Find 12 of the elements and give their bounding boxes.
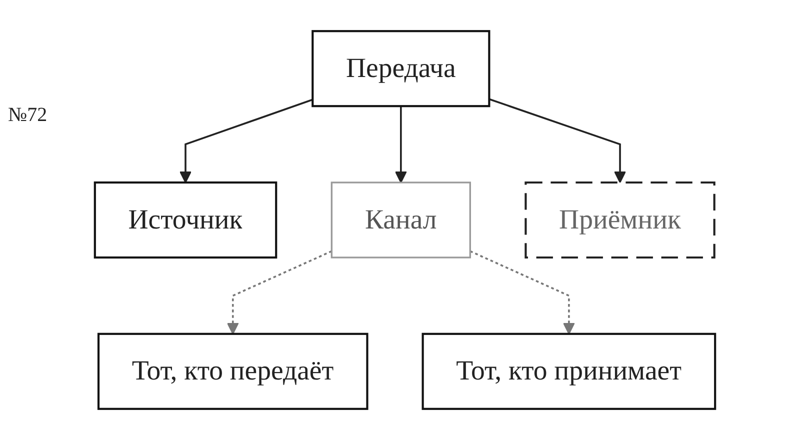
process-box: Источник <box>94 181 278 259</box>
process-box: Приёмник <box>524 181 716 259</box>
figure-number: №72 <box>8 104 48 127</box>
arrow <box>470 250 576 334</box>
arrow <box>488 98 626 184</box>
arrow <box>226 250 332 334</box>
process-box: Тот, кто принимает <box>422 332 716 410</box>
process-box: Канал <box>330 182 471 258</box>
arrow <box>394 106 408 184</box>
process-box: Передача <box>312 30 490 108</box>
process-box: Тот, кто передаёт <box>97 332 368 410</box>
arrow <box>179 98 313 184</box>
